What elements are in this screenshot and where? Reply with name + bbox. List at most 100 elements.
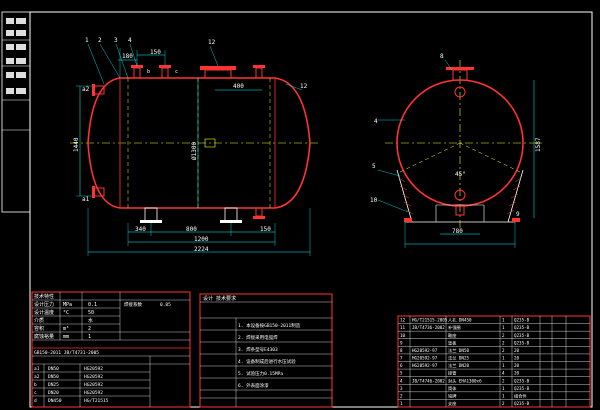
parts-row-7-col-5: 20 (514, 363, 520, 368)
leader-2-label: 2 (98, 37, 102, 44)
left-strip-blocks (6, 18, 26, 94)
parts-row-11-col-3: 铭牌 (448, 392, 456, 399)
tech-row-4-name: 容积 (34, 325, 44, 332)
center-line-7: 6. 外表面涂漆 (238, 382, 269, 389)
nozzle-c-label: c (175, 69, 178, 75)
parts-row-8-col-1: 5 (400, 371, 403, 376)
parts-row-11-col-1: 2 (400, 393, 403, 398)
nozzle-row-3-mark: b (34, 382, 37, 388)
dim-780: 780 (452, 228, 463, 235)
nozzle-row-3-size: DN25 (48, 382, 59, 388)
leader-12-top-label: 12 (208, 39, 216, 46)
dim-400: 400 (233, 83, 244, 90)
parts-row-6-col-3: 法兰 DN25 (448, 355, 469, 362)
parts-row-7-col-3: 法兰 DN20 (448, 362, 469, 369)
label-a1: a1 (82, 196, 90, 203)
parts-row-8-col-3: 接管 (448, 370, 456, 377)
side-leader-5: 5 (372, 163, 376, 170)
parts-row-2-col-4: 1 (502, 325, 505, 330)
parts-row-8-col-4: 4 (502, 371, 505, 376)
parts-row-10-col-1: 3 (400, 386, 403, 391)
parts-row-10-col-5: Q235-B (514, 386, 530, 391)
parts-row-9-col-3: 封头 EHA1300x6 (448, 377, 482, 384)
parts-row-4-col-4: 2 (502, 340, 505, 345)
tech-row-6-name: 焊接系数 (124, 301, 142, 308)
nozzle-row-1-size: DN50 (48, 366, 59, 372)
leader-12-right: 12 (300, 83, 308, 90)
leader-1-label: 1 (85, 37, 89, 44)
dim-340: 340 (135, 226, 146, 233)
parts-row-7-col-1: 6 (400, 363, 403, 368)
parts-row-6-col-5: 20 (514, 356, 520, 361)
side-view: 4 5 10 8 9 45° 1587 780 (370, 53, 545, 248)
label-a2: a2 (82, 86, 90, 93)
parts-row-8-col-5: 20 (514, 371, 520, 376)
tech-row-1-value: 0.1 (88, 302, 97, 308)
parts-row-12-col-1: 1 (400, 401, 403, 406)
nozzle-row-4-std: HG20592 (84, 390, 103, 396)
tech-row-5-unit: mm (63, 334, 69, 340)
parts-row-2-col-5: Q235-B (514, 325, 530, 330)
tech-row-5-name: 腐蚀裕量 (34, 333, 54, 340)
parts-row-5-col-5: 20 (514, 348, 520, 353)
nozzle-row-1-mark: a1 (34, 366, 40, 372)
center-line-6: 5. 试验压力0.15MPa (238, 370, 283, 377)
center-line-4: 3. 焊条型号E4303 (238, 346, 278, 353)
parts-row-2-col-3: 补强圈 (448, 324, 461, 331)
parts-row-7-col-2: HG20592-97 (412, 363, 438, 368)
tech-row-1-name: 设计压力 (34, 301, 54, 308)
nozzle-row-4-size: DN20 (48, 390, 59, 396)
tech-row-2-unit: °C (63, 310, 69, 316)
tech-row-4-value: 2 (88, 326, 91, 332)
parts-row-3-col-3: 鞍座 (448, 332, 456, 339)
parts-row-11-col-5: 组合件 (514, 392, 527, 399)
parts-row-1-col-5: Q235-B (514, 318, 530, 323)
parts-row-10-col-4: 1 (502, 386, 505, 391)
front-view: 1 2 3 4 12 150 180 b c 400 12 a2 a1 1440… (70, 37, 320, 256)
parts-row-12-col-3: 支座 (448, 400, 456, 407)
tech-row-5-value: 1 (88, 334, 91, 340)
tech-table: 技术特性 设计压力 MPa 0.1 设计温度 °C 50 介质 水 容积 m³ … (31, 291, 191, 408)
nozzle-row-4-mark: c (34, 391, 37, 396)
leader-3-label: 3 (114, 37, 118, 44)
nozzle-b-label: b (147, 69, 150, 75)
parts-row-1-col-3: 人孔 DN450 (448, 317, 472, 324)
tech-table-header: 技术特性 (34, 293, 54, 300)
nozzle-row-2-size: DN50 (48, 374, 59, 380)
side-leader-8: 8 (440, 53, 444, 60)
tech-row-1-unit: MPa (63, 302, 72, 308)
center-line-1: 设计 技术要求 (203, 295, 236, 302)
nozzle-row-2-std: HG20592 (84, 374, 103, 380)
parts-row-6-col-4: 1 (502, 356, 505, 361)
nozzle-row-5-size: DN450 (48, 398, 62, 404)
parts-row-9-col-1: 4 (400, 378, 403, 383)
parts-row-6-col-2: HG20592-97 (412, 356, 438, 361)
center-line-5: 4. 设备制成后进行水压试验 (238, 358, 296, 365)
parts-row-4-col-5: Q235-B (514, 340, 530, 345)
parts-row-9-col-5: Q235-B (514, 378, 530, 383)
tech-note: GB150-2011 JB/T4731-2005 (34, 350, 99, 356)
parts-row-3-col-1: 10 (400, 333, 406, 338)
parts-row-12-col-4: 2 (502, 401, 505, 406)
center-block: 设计 技术要求 1. 本设备按GB150-2011制造 2. 焊接采用电弧焊 3… (199, 293, 333, 408)
nozzle-row-1-std: HG20592 (84, 366, 103, 372)
nozzle-row-2-mark: a2 (34, 374, 40, 380)
tech-row-6-value: 0.85 (160, 302, 171, 308)
parts-row-4-col-1: 9 (400, 340, 403, 345)
dim-150-bottom: 150 (260, 226, 271, 233)
parts-row-1-col-2: HG/T21515-2005 (412, 318, 448, 323)
center-line-2: 1. 本设备按GB150-2011制造 (238, 322, 301, 329)
parts-row-5-col-3: 法兰 DN50 (448, 347, 469, 354)
parts-row-5-col-2: HG20592-97 (412, 348, 438, 353)
dim-800: 800 (186, 226, 197, 233)
parts-row-9-col-2: JB/T4746-2002 (412, 378, 445, 383)
parts-row-1-col-4: 1 (502, 318, 505, 323)
nozzle-row-3-std: HG20592 (84, 382, 103, 388)
tech-row-4-unit: m³ (63, 326, 69, 332)
dim-2224: 2224 (194, 246, 209, 253)
tech-row-3-value: 水 (88, 317, 93, 324)
dim-1587: 1587 (535, 137, 542, 152)
tech-row-2-name: 设计温度 (34, 309, 54, 316)
